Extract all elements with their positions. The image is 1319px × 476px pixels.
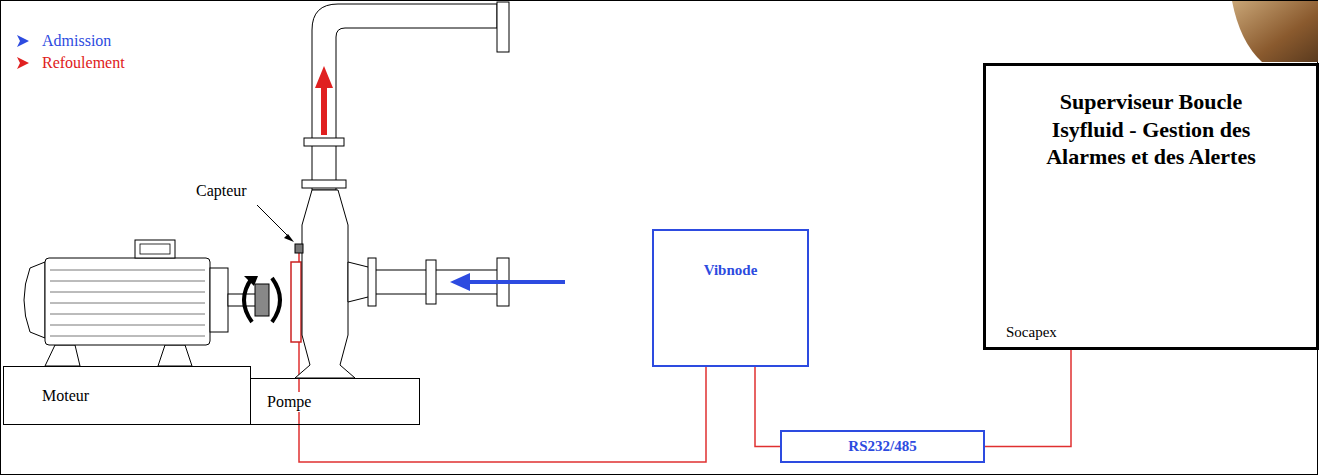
legend-swatch — [16, 56, 30, 70]
legend-row: Refoulement — [16, 52, 125, 74]
callout-label: Capteur — [196, 182, 247, 200]
leader-arrowhead — [284, 234, 294, 242]
pipe-flange — [497, 2, 509, 52]
signal-cable — [755, 367, 780, 447]
converter-box: RS232/485 — [780, 430, 985, 463]
vibnode-box: Vibnode — [652, 229, 809, 367]
node-label: Moteur — [42, 386, 89, 406]
legend: AdmissionRefoulement — [16, 30, 125, 74]
motor-body — [45, 258, 210, 345]
suction-arrow — [450, 273, 470, 291]
pipe-flange — [426, 260, 436, 304]
sensor — [295, 244, 303, 253]
legend-text: Refoulement — [42, 54, 125, 72]
node-label: Pompe — [265, 392, 313, 412]
motor-ribs — [50, 270, 205, 336]
motor-foot — [158, 345, 192, 366]
motor-base: Moteur — [3, 366, 251, 425]
node-label: RS232/485 — [848, 437, 916, 456]
pipe-flange — [304, 138, 344, 146]
leader-line — [257, 205, 291, 239]
connector-label: Socapex — [1006, 324, 1057, 341]
legend-row: Admission — [16, 30, 125, 52]
fan-cover — [24, 262, 45, 338]
pipe-flange — [368, 258, 376, 306]
pump-casing — [295, 190, 355, 378]
suction-arrow — [468, 280, 565, 284]
motor-foot — [45, 345, 80, 366]
discharge-pipe — [312, 4, 497, 190]
node-label: Vibnode — [660, 261, 801, 280]
bearing-guard — [291, 262, 301, 342]
terminal-box — [135, 240, 175, 258]
rotation-arrow — [244, 276, 258, 286]
discharge-arrow — [321, 86, 327, 135]
coupling — [255, 284, 269, 316]
pipe-flange — [302, 180, 346, 188]
rotation-arrow — [272, 278, 280, 322]
photo-fragment — [1232, 1, 1318, 62]
sensor-wire — [299, 253, 706, 462]
discharge-arrow — [315, 66, 333, 88]
node-label: Superviseur Boucle Isyfluid - Gestion de… — [1044, 88, 1259, 171]
supervisor-box: Superviseur Boucle Isyfluid - Gestion de… — [983, 63, 1319, 350]
rotation-arrow — [244, 278, 252, 322]
legend-swatch — [16, 34, 30, 48]
end-shield — [210, 268, 228, 332]
pump-base: Pompe — [250, 378, 420, 425]
legend-text: Admission — [42, 32, 111, 50]
signal-cable — [985, 350, 1071, 447]
terminal-box — [140, 244, 170, 254]
